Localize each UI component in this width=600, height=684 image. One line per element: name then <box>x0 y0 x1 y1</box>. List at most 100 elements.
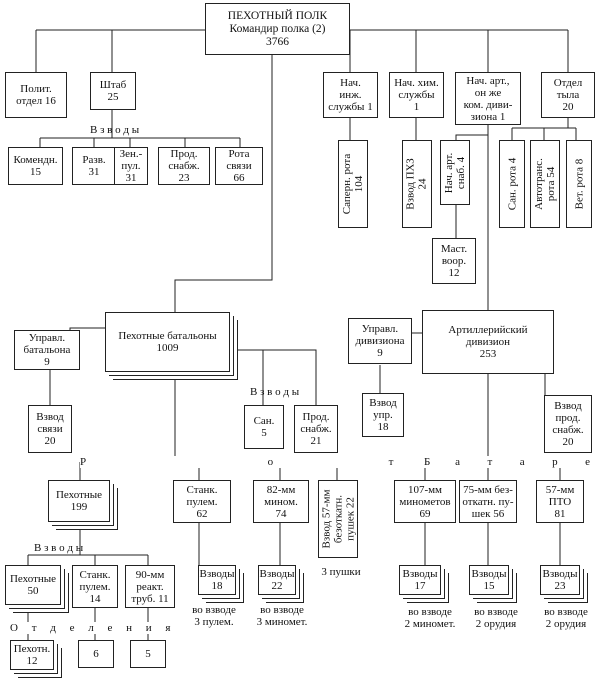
uprav-bat-box: Управл. батальона 9 <box>14 330 80 370</box>
minom-2-note: во взводе 2 миномет. <box>404 606 456 630</box>
minom-107-label: 107-мм минометов 69 <box>399 483 451 520</box>
regiment-box: ПЕХОТНЫЙ ПОЛК Командир полка (2) 3766 <box>205 3 350 55</box>
battalions-box: Пехотные батальоны 1009 <box>105 312 230 372</box>
vzvody-17-label: Взводы 17 <box>402 568 438 592</box>
otdeleniya-label: О т д е л е н и я <box>10 622 171 634</box>
vzvody-23-label: Взводы 23 <box>542 568 578 592</box>
nach-him-label: Нач. хим. службы 1 <box>394 77 439 113</box>
vzvod-phz-label: Взвод ПХЗ 24 <box>405 158 429 210</box>
otd-6-box: 6 <box>78 640 114 668</box>
prod-snab-shtab-label: Прод. снабж. 23 <box>168 148 200 184</box>
pehotnye-roty-box: Пехотные 199 <box>48 480 110 522</box>
pehotnye-roty-label: Пехотные 199 <box>55 489 103 513</box>
stank-pulem-label: Станк. пулем. 62 <box>186 483 218 520</box>
vzvod-upr-box: Взвод упр. 18 <box>362 393 404 437</box>
minom-3-note: во взводе 3 миномет. <box>256 604 308 628</box>
otd-6-label: 6 <box>93 648 99 660</box>
rota-svyazi-label: Рота связи 66 <box>226 148 252 184</box>
minom-82-label: 82-мм мином. 74 <box>264 483 298 520</box>
vzvody-22-label: Взводы 22 <box>259 568 295 592</box>
bezotkat-75-label: 75-мм без- откатн. пу- шек 56 <box>462 483 514 520</box>
vzvody-18-box: Взводы 18 <box>198 565 236 595</box>
stank-pulem-box: Станк. пулем. 62 <box>173 480 231 523</box>
pto-57-box: 57-мм ПТО 81 <box>536 480 584 523</box>
minom-82-box: 82-мм мином. 74 <box>253 480 309 523</box>
pulem-3-note: во взводе 3 пулем. <box>192 604 236 628</box>
vzvod-prod-label: Взвод прод. снабж. 20 <box>552 400 584 448</box>
pushki-3-note: 3 пушки <box>321 566 361 578</box>
mast-voor-box: Маст. воор. 12 <box>432 238 476 284</box>
vzvod-svyazi-box: Взвод связи 20 <box>28 405 72 453</box>
vzvody-15-label: Взводы 15 <box>471 568 507 592</box>
razv-box: Разв. 31 <box>72 147 116 185</box>
vzvod-svyazi-label: Взвод связи 20 <box>36 411 64 447</box>
vzvody-17-box: Взводы 17 <box>399 565 441 595</box>
vet-rota-label: Вет. рота 8 <box>573 158 586 210</box>
san-rota-box: Сан. рота 4 <box>499 140 525 228</box>
orudiya-2a-note: во взводе 2 орудия <box>474 606 518 630</box>
prod-snab-bat-label: Прод. снабж. 21 <box>300 411 332 447</box>
saper-rota-box: Саперн. рота 104 <box>338 140 368 228</box>
san-label: Сан. 5 <box>253 415 275 439</box>
otd-5-label: 5 <box>145 648 151 660</box>
otd-5-box: 5 <box>130 640 166 668</box>
zen-pul-label: Зен.- пул. 31 <box>119 148 143 184</box>
saper-rota-label: Саперн. рота 104 <box>341 153 366 215</box>
shtab-label: Штаб 25 <box>99 79 127 103</box>
art-div-box: Артиллерийский дивизион 253 <box>422 310 554 374</box>
zen-pul-box: Зен.- пул. 31 <box>114 147 148 185</box>
vzvod-prod-box: Взвод прод. снабж. 20 <box>544 395 592 453</box>
vzvod-upr-label: Взвод упр. 18 <box>369 397 397 433</box>
komend-label: Комендн. 15 <box>13 154 58 178</box>
uprav-bat-label: Управл. батальона 9 <box>23 332 71 368</box>
nach-inzh-box: Нач. инж. службы 1 <box>323 72 378 118</box>
vzvody-23-box: Взводы 23 <box>540 565 580 595</box>
art-div-label: Артиллерийский дивизион 253 <box>448 324 528 360</box>
regiment-label: ПЕХОТНЫЙ ПОЛК Командир полка (2) 3766 <box>227 9 328 48</box>
vzvody-18-label: Взводы 18 <box>199 568 235 592</box>
vzvody-bat-label: В з в о д ы <box>250 386 300 398</box>
prod-snab-bat-box: Прод. снабж. 21 <box>294 405 338 453</box>
polit-otdel-label: Полит. отдел 16 <box>16 83 56 107</box>
nach-art-snab-label: Нач. арт. снаб. 4 <box>443 152 468 193</box>
vzvody-15-box: Взводы 15 <box>469 565 509 595</box>
uprav-div-label: Управл. дивизиона 9 <box>355 323 405 359</box>
stank-pulem-vzvod-label: Станк. пулем. 14 <box>79 568 111 605</box>
vzvod-57-box: Взвод 57-мм безоткатн. пушек 22 <box>318 480 358 558</box>
nach-art-label: Нач. арт., он же ком. диви- зиона 1 <box>463 74 513 123</box>
komend-box: Комендн. 15 <box>8 147 63 185</box>
shtab-box: Штаб 25 <box>90 72 136 110</box>
pehotnye-vzvod-box: Пехотные 50 <box>5 565 61 605</box>
san-rota-label: Сан. рота 4 <box>506 157 519 211</box>
pto-57-label: 57-мм ПТО 81 <box>545 483 575 520</box>
vet-rota-box: Вет. рота 8 <box>566 140 592 228</box>
vzvody-roty-label: В з в о д ы <box>34 542 84 554</box>
minom-107-box: 107-мм минометов 69 <box>394 480 456 523</box>
stank-pulem-vzvod-box: Станк. пулем. 14 <box>72 565 118 608</box>
vzvod-57-label: Взвод 57-мм безоткатн. пушек 22 <box>320 489 357 549</box>
reakt-90-box: 90-мм реакт. труб. 11 <box>125 565 175 608</box>
avtotrans-label: Автотранс. рота 54 <box>533 158 558 210</box>
pehotnye-vzvod-label: Пехотные 50 <box>9 573 57 597</box>
vzvod-phz-box: Взвод ПХЗ 24 <box>402 140 432 228</box>
mast-voor-label: Маст. воор. 12 <box>440 243 468 279</box>
otdel-tyla-box: Отдел тыла 20 <box>541 72 595 118</box>
vzvody-shtab-label: В з в о д ы <box>90 124 140 136</box>
avtotrans-box: Автотранс. рота 54 <box>530 140 560 228</box>
razv-label: Разв. 31 <box>82 154 106 178</box>
orudiya-2b-note: во взводе 2 орудия <box>544 606 588 630</box>
bezotkat-75-box: 75-мм без- откатн. пу- шек 56 <box>459 480 517 523</box>
uprav-div-box: Управл. дивизиона 9 <box>348 318 412 364</box>
prod-snab-shtab-box: Прод. снабж. 23 <box>158 147 210 185</box>
polit-otdel-box: Полит. отдел 16 <box>5 72 67 118</box>
vzvody-22-box: Взводы 22 <box>258 565 296 595</box>
otdel-tyla-label: Отдел тыла 20 <box>553 77 583 113</box>
nach-inzh-label: Нач. инж. службы 1 <box>328 77 373 113</box>
reakt-90-label: 90-мм реакт. труб. 11 <box>131 568 169 605</box>
pehotn-otd-box: Пехотн. 12 <box>10 640 54 670</box>
battalions-label: Пехотные батальоны 1009 <box>118 330 217 354</box>
nach-art-box: Нач. арт., он же ком. диви- зиона 1 <box>455 72 521 125</box>
pehotn-otd-label: Пехотн. 12 <box>13 643 51 667</box>
batarei-label: Б а т а р е и <box>424 456 600 468</box>
